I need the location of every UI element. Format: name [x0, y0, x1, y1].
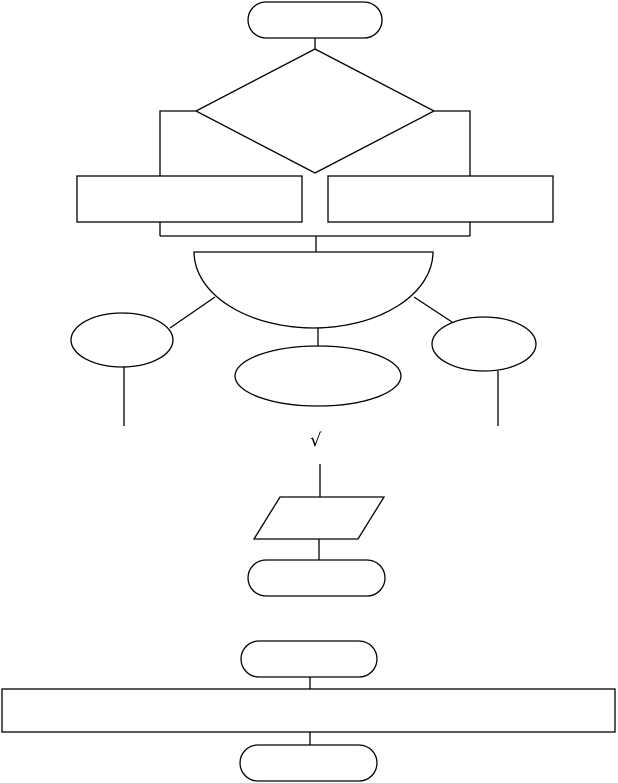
sequence-start-terminal	[240, 640, 378, 678]
decision-diamond	[194, 48, 436, 174]
connector-choice-to-right-ellipse	[413, 296, 453, 323]
case-ellipse-left	[70, 312, 174, 368]
case-ellipse-center	[234, 345, 402, 407]
connector-decision-right-branch	[434, 110, 471, 176]
sequence-end-terminal	[239, 744, 378, 782]
connector-decision-left-branch	[159, 110, 196, 176]
io-parallelogram	[252, 496, 386, 540]
process-box-left	[76, 175, 303, 223]
end-terminal	[247, 559, 386, 597]
connector-choice-to-left-ellipse	[169, 296, 216, 329]
multi-way-choice-shape	[193, 251, 434, 329]
start-terminal	[247, 1, 383, 39]
case-ellipse-right	[431, 316, 537, 372]
sequence-process-box	[1, 688, 616, 733]
check-mark-symbol: √	[310, 430, 322, 451]
process-box-right	[327, 175, 554, 223]
